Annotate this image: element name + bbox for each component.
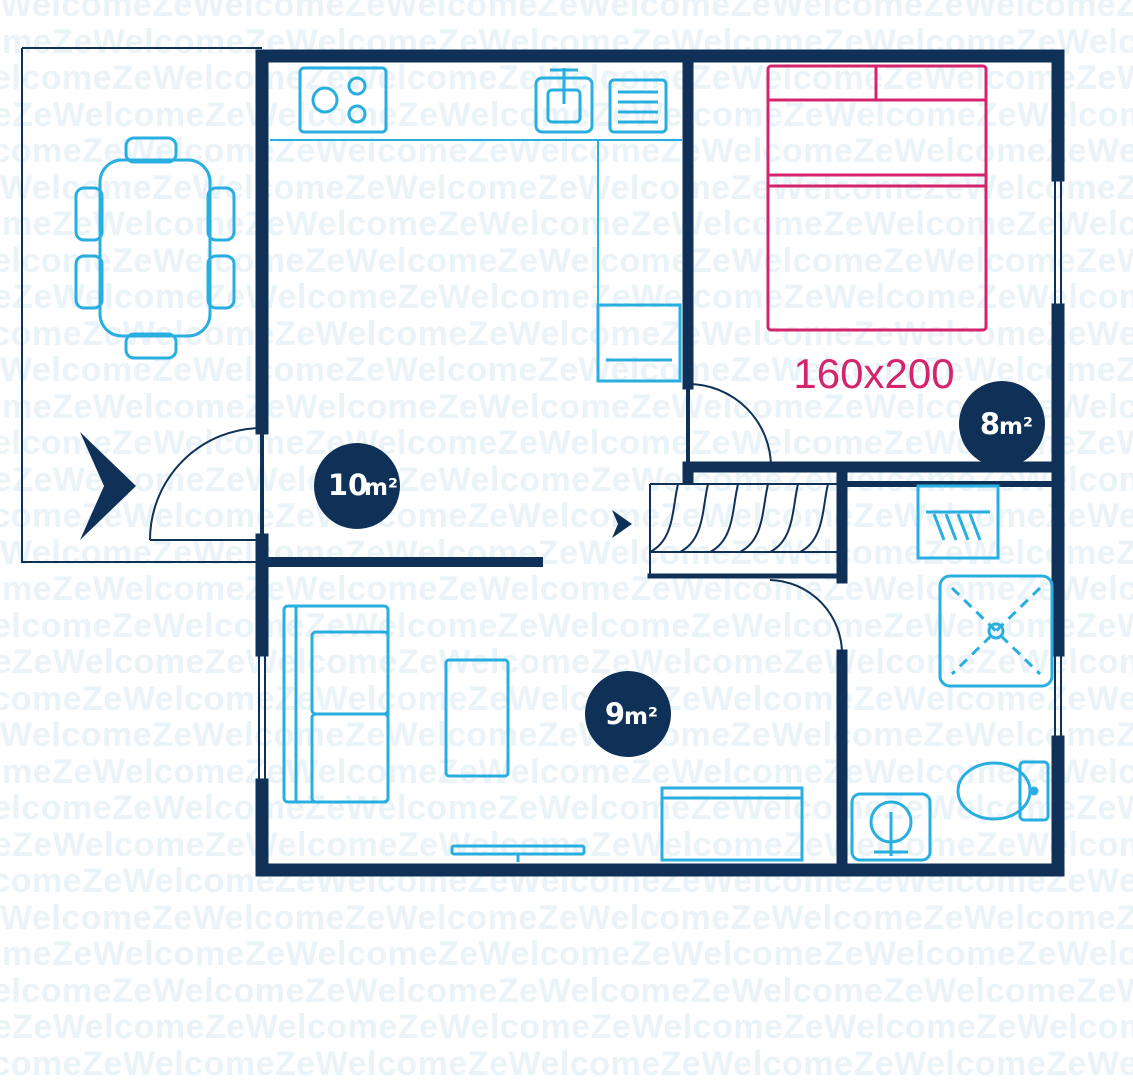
entrance-door-swing — [149, 427, 263, 541]
bed-size-label: 160x200 — [793, 350, 954, 397]
watermark-line: WelcomeZeWelcomeZeWelcomeZeWelcomeZeWelc… — [0, 241, 1133, 280]
svg-text:9: 9 — [605, 697, 625, 731]
svg-text:m²: m² — [364, 475, 398, 501]
doors — [149, 383, 844, 656]
stairs-direction-icon — [612, 510, 632, 538]
washbasin-icon — [850, 792, 932, 862]
coffee-table-icon — [444, 658, 510, 778]
cooktop-icon — [298, 66, 388, 134]
svg-text:m²: m² — [999, 414, 1033, 440]
watermark-line: WelcomeZeWelcomeZeWelcomeZeWelcomeZeWelc… — [0, 935, 1133, 973]
windows — [258, 175, 1062, 785]
countertop — [270, 139, 682, 305]
svg-text:8: 8 — [980, 407, 1000, 441]
watermark-line: WelcomeZeWelcomeZeWelcomeZeWelcomeZeWelc… — [0, 643, 1133, 681]
washing-machine-icon — [916, 484, 1000, 560]
bathroom-door-swing — [769, 579, 844, 656]
watermark-line: WelcomeZeWelcomeZeWelcomeZeWelcomeZeWelc… — [0, 971, 1133, 1010]
watermark-line: WelcomeZeWelcomeZeWelcomeZeWelcomeZeWelc… — [0, 0, 1133, 24]
shower-icon — [938, 574, 1054, 688]
kitchen-sink-icon — [534, 68, 594, 134]
lounge-area-badge: 9 m² — [585, 671, 671, 757]
walls — [255, 49, 1065, 877]
bedroom-area-badge: 8 m² — [959, 381, 1045, 467]
watermark-line: WelcomeZeWelcomeZeWelcomeZeWelcomeZeWelc… — [0, 716, 1133, 754]
watermark-line: WelcomeZeWelcomeZeWelcomeZeWelcomeZeWelc… — [0, 95, 1133, 134]
sofa-icon — [282, 604, 390, 804]
living-area-badge: 10 m² — [314, 443, 400, 529]
toilet-icon — [956, 760, 1050, 822]
bed-icon — [766, 64, 988, 332]
stairs — [649, 483, 842, 576]
watermark-line: WelcomeZeWelcomeZeWelcomeZeWelcomeZeWelc… — [0, 278, 1133, 316]
fridge-icon — [596, 303, 682, 383]
terrace-outline — [21, 47, 262, 563]
svg-text:10: 10 — [328, 468, 368, 502]
watermark-line: WelcomeZeWelcomeZeWelcomeZeWelcomeZeWelc… — [0, 789, 1133, 827]
svg-text:m²: m² — [624, 704, 658, 730]
watermark-line: WelcomeZeWelcomeZeWelcomeZeWelcomeZeWelc… — [0, 752, 1133, 791]
watermark-line: WelcomeZeWelcomeZeWelcomeZeWelcomeZeWelc… — [0, 314, 1133, 353]
watermark-line: WelcomeZeWelcomeZeWelcomeZeWelcomeZeWelc… — [0, 898, 1133, 937]
watermark-line: WelcomeZeWelcomeZeWelcomeZeWelcomeZeWelc… — [0, 1008, 1133, 1046]
entrance-arrow-icon — [80, 432, 136, 540]
tv-icon — [450, 844, 586, 862]
watermark-line: WelcomeZeWelcomeZeWelcomeZeWelcomeZeWelc… — [0, 351, 1133, 389]
watermark-line: WelcomeZeWelcomeZeWelcomeZeWelcomeZeWelc… — [0, 132, 1133, 170]
bedroom-door-swing — [687, 383, 772, 468]
dishwasher-icon — [608, 78, 668, 134]
watermark-line: WelcomeZeWelcomeZeWelcomeZeWelcomeZeWelc… — [0, 606, 1133, 645]
watermark-line: WelcomeZeWelcomeZeWelcomeZeWelcomeZeWelc… — [0, 387, 1133, 426]
dining-table-icon — [74, 136, 236, 360]
watermark-line: WelcomeZeWelcomeZeWelcomeZeWelcomeZeWelc… — [0, 1044, 1133, 1080]
tv-cabinet — [660, 786, 804, 862]
watermark-line: WelcomeZeWelcomeZeWelcomeZeWelcomeZeWelc… — [0, 497, 1133, 535]
watermark-line: WelcomeZeWelcomeZeWelcomeZeWelcomeZeWelc… — [0, 205, 1133, 243]
